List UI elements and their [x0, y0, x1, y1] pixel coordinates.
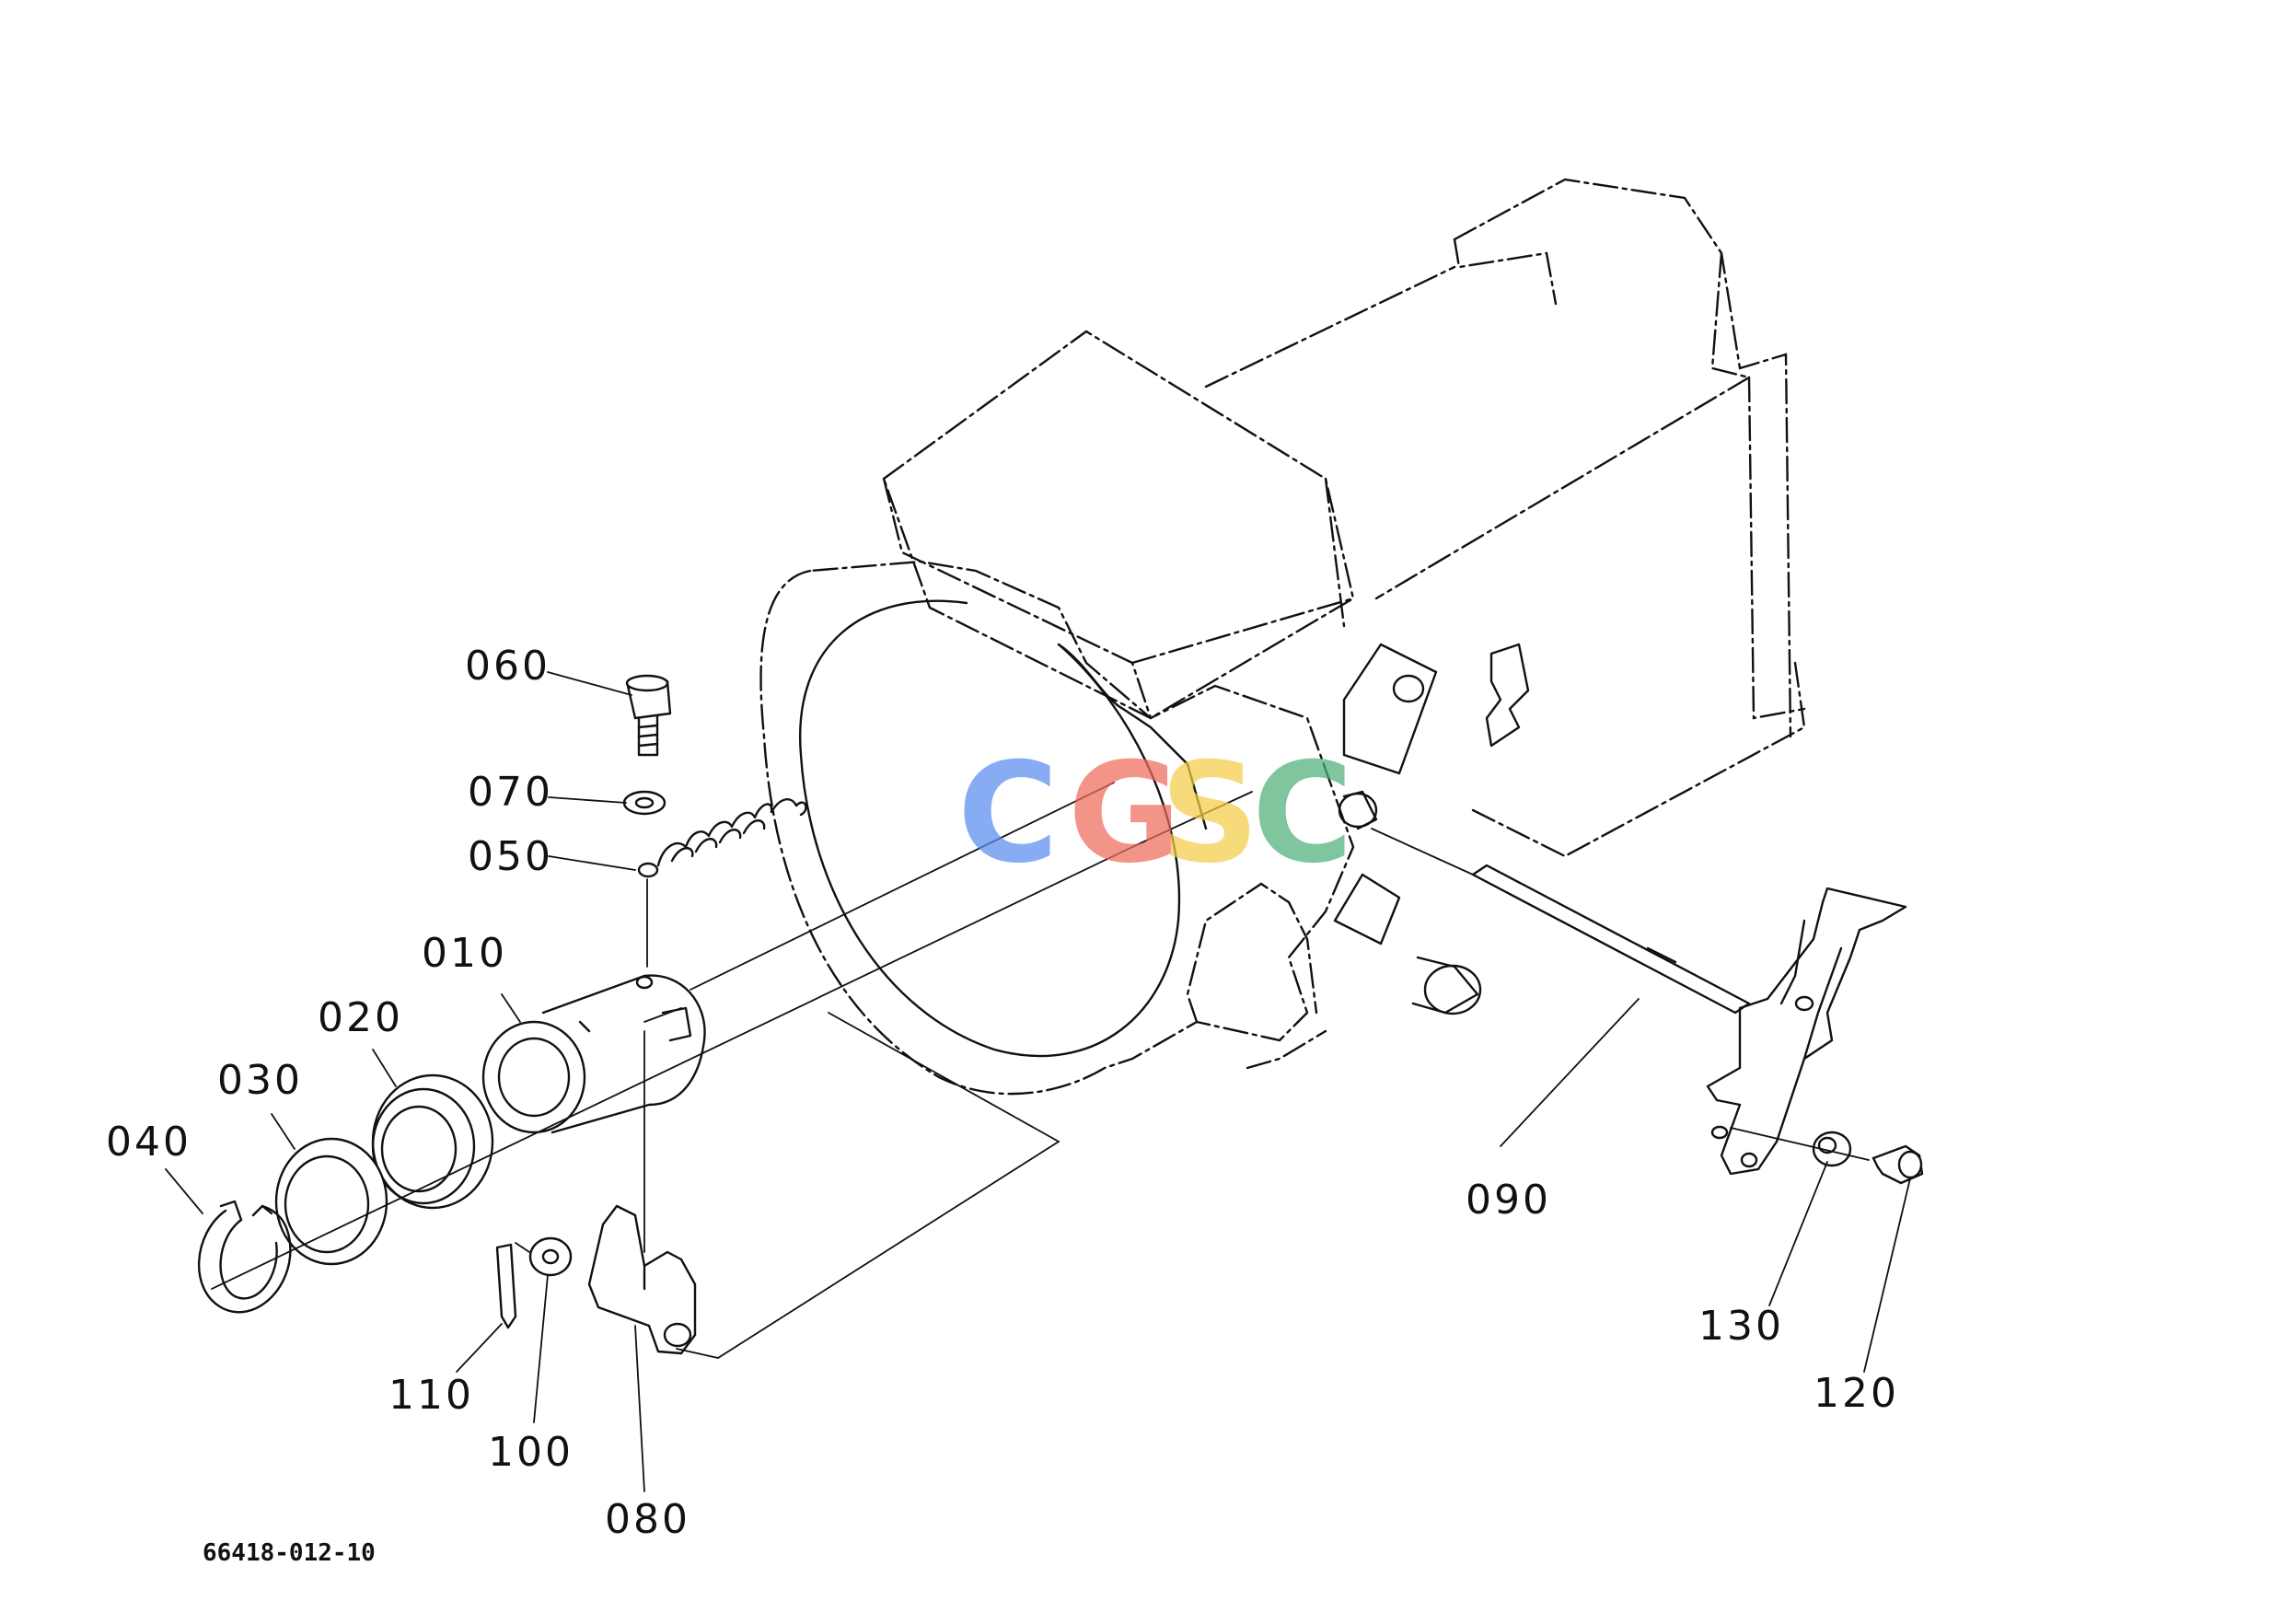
release-fork-080 [587, 1204, 697, 1355]
nut-130 [1812, 1131, 1852, 1167]
washer-070 [622, 790, 666, 816]
callout-120: 120 [1814, 1370, 1899, 1417]
callout-070: 070 [468, 769, 553, 816]
callout-100: 100 [488, 1429, 574, 1476]
snap-ring-040 [198, 1200, 292, 1314]
bearing-020 [371, 1073, 494, 1210]
callout-090: 090 [1466, 1177, 1551, 1224]
part-callouts: 060 070 050 010 020 030 040 090 130 120 … [106, 643, 1899, 1543]
callout-010: 010 [422, 930, 507, 977]
cgsc-watermark: C G S C [957, 734, 1353, 894]
spring-050 [637, 798, 807, 878]
callout-060: 060 [465, 643, 550, 690]
callout-040: 040 [106, 1119, 191, 1166]
watermark-letter-g: G [1068, 734, 1181, 894]
pin-center-line [515, 1242, 530, 1253]
washer-100 [528, 1236, 573, 1277]
pin-110 [495, 1243, 517, 1329]
callout-030: 030 [217, 1057, 303, 1104]
spacer-ring-030 [274, 1137, 388, 1266]
assembly-center-lines [211, 782, 1870, 1359]
callout-110: 110 [388, 1372, 474, 1419]
callout-020: 020 [318, 994, 403, 1041]
drawing-code: 66418-012-10 [203, 1539, 376, 1567]
clutch-housing [759, 178, 1806, 1096]
callout-050: 050 [468, 833, 553, 880]
watermark-letter-c2: C [1252, 734, 1353, 894]
leader-lines [165, 671, 1911, 1492]
callout-130: 130 [1698, 1303, 1784, 1350]
release-hub-010 [481, 974, 706, 1134]
callout-080: 080 [605, 1496, 690, 1543]
watermark-letter-c1: C [957, 734, 1059, 894]
bolt-060 [625, 674, 672, 757]
release-lever-090 [1471, 864, 1907, 1176]
watermark-letter-s: S [1160, 734, 1259, 894]
bolt-120 [1872, 1144, 1924, 1185]
